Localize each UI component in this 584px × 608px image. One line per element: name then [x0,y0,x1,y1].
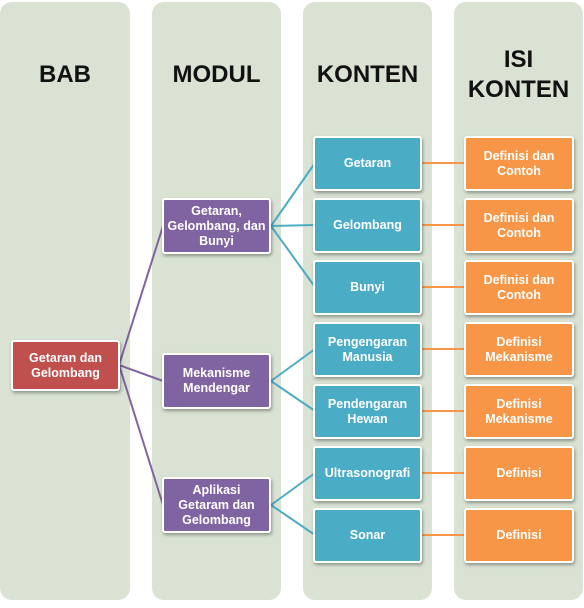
column-title-konten: KONTEN [316,61,419,88]
isi-konten-node: Definisi Mekanisme [464,322,574,377]
konten-node: Gelombang [313,198,422,253]
konten-node: Sonar [313,508,422,563]
column-title-bab: BAB [39,61,91,88]
isi-konten-node: Definisi dan Contoh [464,260,574,315]
link-modul3-konten7 [270,504,316,536]
konten-node: Pengengaran Manusia [313,322,422,377]
link-modul3-konten6 [270,472,316,506]
modul-node: Aplikasi Getaram dan Gelombang [162,477,271,533]
link-bab-modul-3 [118,364,164,506]
link-modul2-konten4 [270,348,316,382]
column-bab: BAB [0,2,130,600]
konten-node: Bunyi [313,260,422,315]
isi-konten-node: Definisi dan Contoh [464,198,574,253]
column-title-modul: MODUL [172,61,261,88]
modul-node: Mekanisme Mendengar [162,353,271,409]
link-modul1-konten1 [270,162,316,227]
isi-konten-node: Definisi [464,508,574,563]
modul-node: Getaran, Gelombang, dan Bunyi [162,198,271,254]
column-title-isi-konten: ISI KONTEN [467,46,570,103]
isi-konten-node: Definisi Mekanisme [464,384,574,439]
link-modul1-konten3 [270,225,316,288]
link-bab-modul-2 [118,364,164,382]
isi-konten-node: Definisi [464,446,574,501]
konten-node: Ultrasonografi [313,446,422,501]
link-modul1-konten2 [270,224,316,227]
link-modul2-konten5 [270,380,316,412]
bab-node: Getaran dan Gelombang [11,340,120,391]
konten-node: Pendengaran Hewan [313,384,422,439]
konten-node: Getaran [313,136,422,191]
link-bab-modul-1 [118,225,164,366]
isi-konten-node: Definisi dan Contoh [464,136,574,191]
